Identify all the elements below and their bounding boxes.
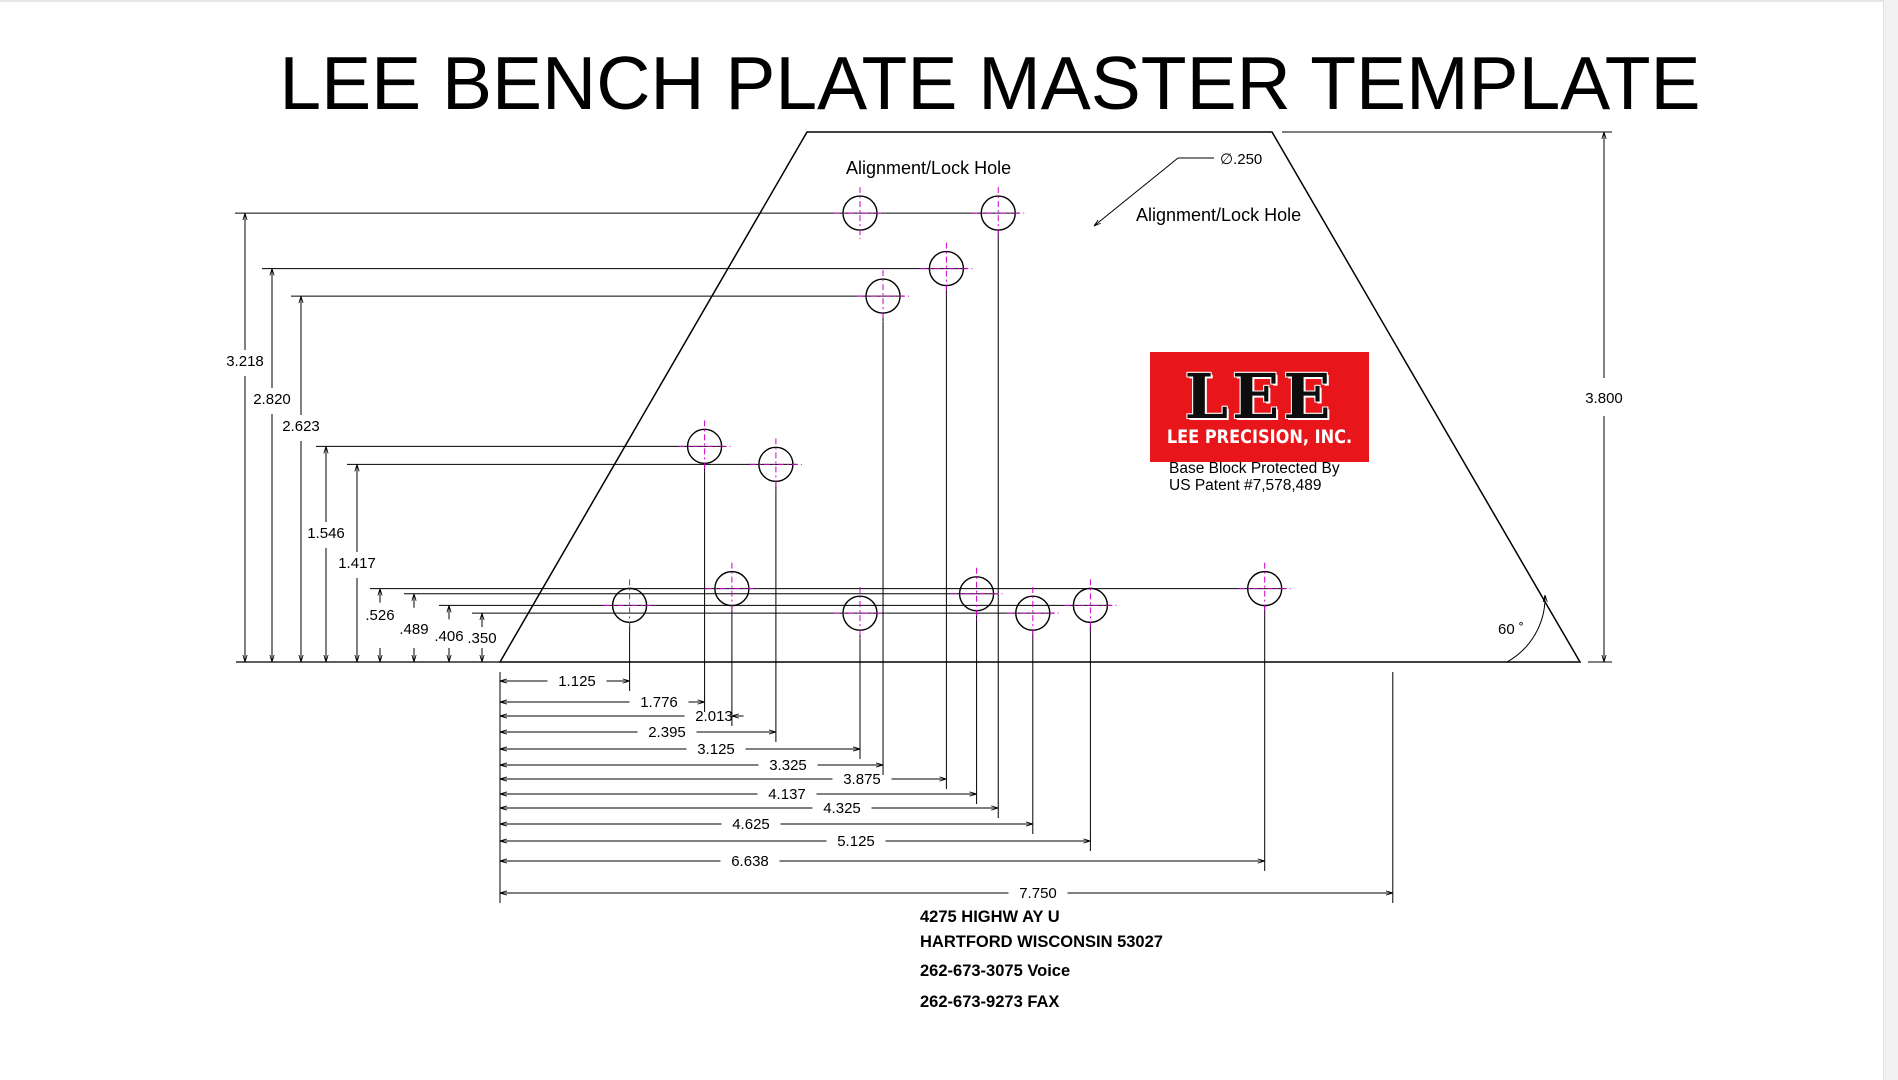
lee-precision-logo: LEE LEE PRECISION, INC. bbox=[1150, 352, 1369, 462]
x-dim-label-2.013: 2.013 bbox=[695, 708, 733, 725]
horizontal-dimension-labels: 1.125 1.776 2.013 2.395 3.125 3.325 3.875 4.137… bbox=[558, 673, 1057, 902]
patent-line-1: Base Block Protected By bbox=[1169, 460, 1340, 477]
holes bbox=[603, 187, 1291, 640]
x-dim-label-4.325: 4.325 bbox=[823, 800, 861, 817]
alignment-hole-label-1: Alignment/Lock Hole bbox=[846, 158, 1011, 178]
scrollbar[interactable] bbox=[1883, 0, 1898, 1080]
alignment-hole-label-2: Alignment/Lock Hole bbox=[1136, 205, 1301, 225]
page-top-border bbox=[0, 0, 1898, 2]
dim-406-label: .406 bbox=[434, 628, 463, 645]
address-phone: 262-673-3075 Voice bbox=[920, 962, 1071, 980]
x-dim-label-1.125: 1.125 bbox=[558, 673, 596, 690]
dim-1-546-label: 1.546 bbox=[307, 525, 345, 542]
height-dimension-label: 3.800 bbox=[1585, 390, 1623, 407]
address-city: HARTFORD WISCONSIN 53027 bbox=[920, 933, 1163, 951]
x-dim-label-3.325: 3.325 bbox=[769, 757, 807, 774]
angle-label: 60 ˚ bbox=[1498, 621, 1524, 638]
x-dim-label-3.125: 3.125 bbox=[697, 741, 735, 758]
dim-2-820-label: 2.820 bbox=[253, 391, 291, 408]
dim-2-623-label: 2.623 bbox=[282, 418, 320, 435]
dim-489-label: .489 bbox=[399, 621, 428, 638]
x-dim-label-1.776: 1.776 bbox=[640, 694, 678, 711]
logo-brand: LEE bbox=[1184, 360, 1335, 433]
x-dim-label-5.125: 5.125 bbox=[837, 833, 875, 850]
dim-1-417-label: 1.417 bbox=[338, 555, 376, 572]
x-dim-label-4.625: 4.625 bbox=[732, 816, 770, 833]
address-fax: 262-673-9273 FAX bbox=[920, 993, 1060, 1011]
patent-line-2: US Patent #7,578,489 bbox=[1169, 477, 1322, 494]
x-dim-label-7.750: 7.750 bbox=[1019, 885, 1057, 902]
vertical-dimension-labels: 3.218 2.820 2.623 1.546 1.417 .526 .489 .406.35… bbox=[226, 353, 496, 647]
dim-350-label: .350 bbox=[467, 630, 496, 647]
plate-outline bbox=[498, 131, 1582, 663]
x-dim-label-6.638: 6.638 bbox=[731, 853, 769, 870]
address-street: 4275 HIGHW AY U bbox=[920, 908, 1060, 926]
angle-dimension: 60 ˚ bbox=[1498, 595, 1545, 663]
page-title: LEE BENCH PLATE MASTER TEMPLATE bbox=[279, 41, 1701, 125]
height-dimension: 3.800 bbox=[1282, 131, 1623, 663]
x-dim-label-4.137: 4.137 bbox=[768, 786, 806, 803]
dim-3-218-label: 3.218 bbox=[226, 353, 264, 370]
hole-diameter-label: ∅.250 bbox=[1220, 151, 1262, 168]
x-dim-label-3.875: 3.875 bbox=[843, 771, 881, 788]
dim-526-label: .526 bbox=[365, 607, 394, 624]
diameter-callout: ∅.250 bbox=[1094, 151, 1262, 226]
dimension-lines bbox=[235, 212, 1394, 903]
x-dim-label-2.395: 2.395 bbox=[648, 724, 686, 741]
logo-company: LEE PRECISION, INC. bbox=[1166, 426, 1353, 448]
